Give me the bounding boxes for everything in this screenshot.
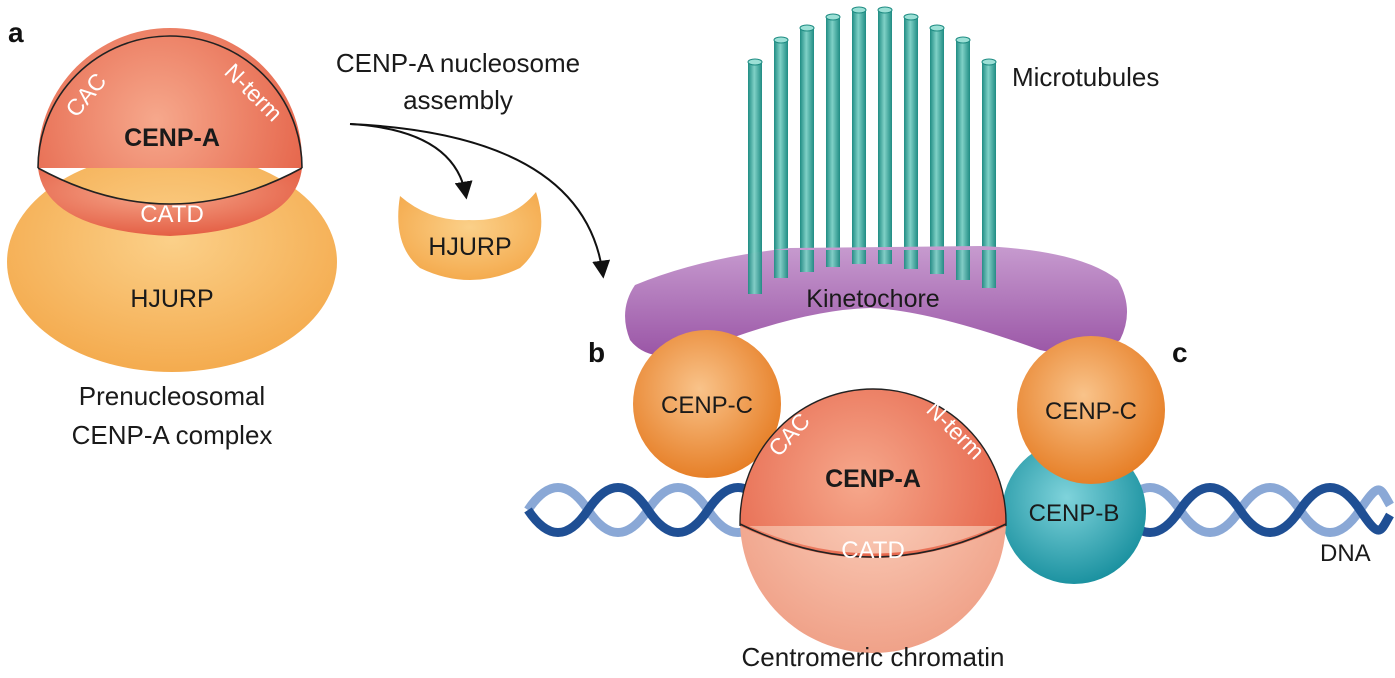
microtubule xyxy=(877,6,893,264)
cenpa-label-a: CENP-A xyxy=(124,124,220,152)
arrow-to-hjurp xyxy=(349,123,473,200)
cenpa-label-b: CENP-A xyxy=(825,465,921,493)
microtubule xyxy=(981,58,997,288)
microtubule xyxy=(825,13,841,267)
dna-helix: DNA xyxy=(524,483,1394,567)
microtubule-bases xyxy=(748,250,996,294)
panel-label-a: a xyxy=(8,17,24,48)
arrow-to-chromatin xyxy=(349,123,611,279)
cenpc-right-protein: CENP-C xyxy=(1017,336,1165,484)
microtubule xyxy=(851,6,867,264)
hjurp-label-a: HJURP xyxy=(130,285,213,313)
microtubule xyxy=(955,36,971,280)
panel-label-c: c xyxy=(1172,337,1188,368)
microtubule xyxy=(929,24,945,274)
cenpc-right-label: CENP-C xyxy=(1045,398,1137,425)
chromatin-caption: Centromeric chromatin xyxy=(742,642,1005,672)
complex-caption-line2: CENP-A complex xyxy=(72,420,273,450)
microtubules-label: Microtubules xyxy=(1012,62,1159,92)
released-hjurp-label: HJURP xyxy=(428,233,511,261)
cenpc-left-protein: CENP-C xyxy=(633,330,781,478)
microtubule xyxy=(747,58,763,294)
assembly-label-line1: CENP-A nucleosome xyxy=(336,48,580,78)
catd-label-b: CATD xyxy=(841,537,905,564)
microtubule xyxy=(799,24,815,272)
cenpa-nucleosome xyxy=(739,388,1007,653)
complex-caption-line1: Prenucleosomal xyxy=(79,381,265,411)
assembly-label-line2: assembly xyxy=(403,85,513,115)
microtubules: Microtubules xyxy=(747,6,1159,294)
assembly-step: CENP-A nucleosome assembly HJURP xyxy=(336,48,611,280)
catd-label-a: CATD xyxy=(140,201,204,228)
released-hjurp-protein xyxy=(398,192,542,280)
kinetochore-label: Kinetochore xyxy=(806,285,939,313)
microtubule xyxy=(773,36,789,278)
cenpb-label: CENP-B xyxy=(1029,500,1120,527)
cenpc-left-label: CENP-C xyxy=(661,392,753,419)
panel-a: a CENP-A CAC N-term CATD HJURP Prenucleo… xyxy=(7,17,337,450)
microtubule xyxy=(903,13,919,269)
cenpa-protein xyxy=(37,28,303,236)
panel-label-b: b xyxy=(588,337,605,368)
dna-label: DNA xyxy=(1320,540,1371,567)
